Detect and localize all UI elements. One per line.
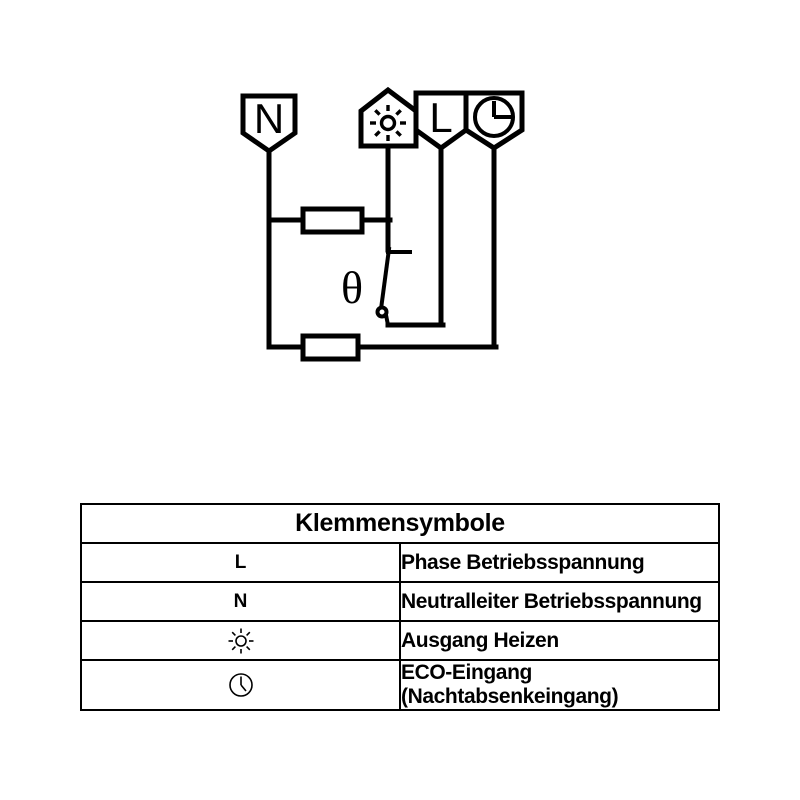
legend-description-N: Neutralleiter Betriebsspannung xyxy=(399,581,720,622)
clock-icon xyxy=(227,671,255,699)
legend-symbol-clock xyxy=(80,659,401,711)
wiring-diagram-svg: N L θ xyxy=(240,86,525,362)
clock-icon xyxy=(473,96,515,138)
temperature-sensor-symbol: θ xyxy=(341,262,363,313)
terminal-neutral xyxy=(240,93,298,223)
legend-symbol-sun xyxy=(80,620,401,661)
table-row: L Phase Betriebsspannung xyxy=(80,542,720,583)
table-header-row: Klemmensymbole xyxy=(80,503,720,544)
table-row: Ausgang Heizen xyxy=(80,620,720,661)
terminal-eco-input xyxy=(463,90,525,350)
component-upper-resistor xyxy=(300,206,365,235)
legend-description-L: Phase Betriebsspannung xyxy=(399,542,720,583)
table-row: ECO-Eingang (Nachtabsenkeingang) xyxy=(80,659,720,711)
sun-icon xyxy=(226,626,256,656)
terminal-symbols-table: Klemmensymbole L Phase Betriebsspannung … xyxy=(80,503,720,711)
terminal-neutral-label: N xyxy=(254,95,284,142)
legend-description-clock: ECO-Eingang (Nachtabsenkeingang) xyxy=(399,659,720,711)
terminal-heating-output xyxy=(358,86,419,253)
terminal-line-label: L xyxy=(429,94,452,141)
legend-container: Klemmensymbole L Phase Betriebsspannung … xyxy=(80,503,720,711)
terminal-line xyxy=(413,90,469,328)
wiring-diagram: N L θ xyxy=(240,86,525,362)
legend-symbol-N: N xyxy=(80,581,401,622)
legend-description-sun: Ausgang Heizen xyxy=(399,620,720,661)
table-row: N Neutralleiter Betriebsspannung xyxy=(80,581,720,622)
component-thermostat-switch xyxy=(375,246,412,328)
sun-icon xyxy=(370,105,406,141)
component-lower-resistor xyxy=(300,333,361,362)
legend-title: Klemmensymbole xyxy=(80,503,720,544)
legend-symbol-L: L xyxy=(80,542,401,583)
wiring-conductors xyxy=(266,217,499,350)
